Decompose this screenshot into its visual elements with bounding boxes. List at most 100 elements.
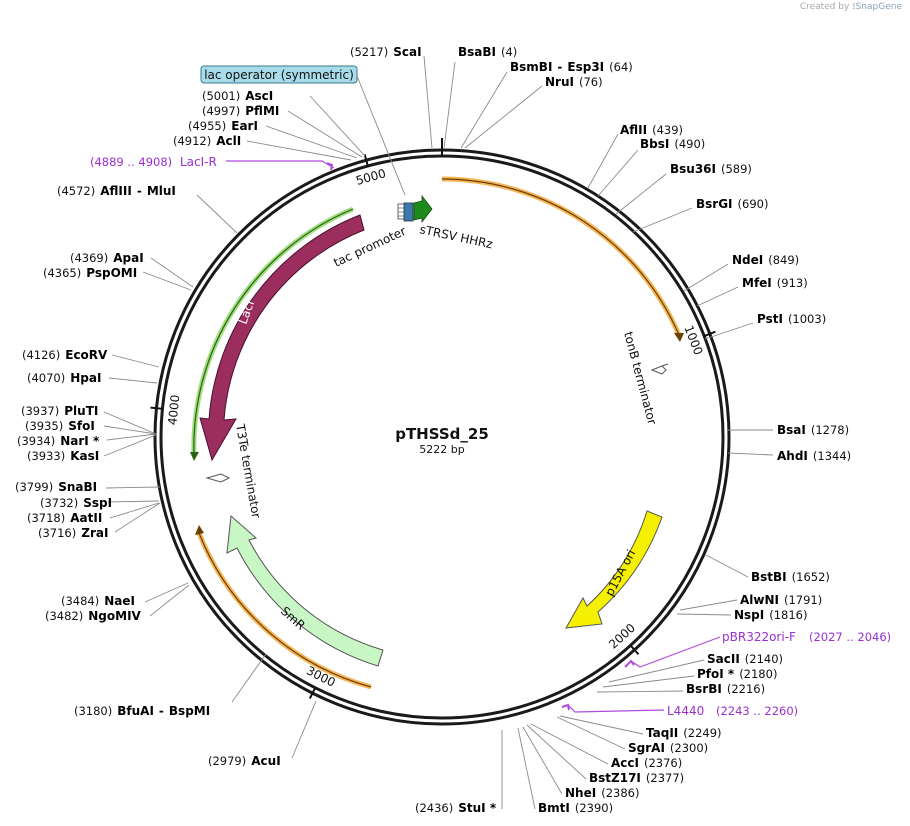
site-pfoi[interactable]: PfoI *(2180) xyxy=(602,667,777,688)
site-afliii[interactable]: (4572)AflIII-MluI xyxy=(57,184,238,234)
site-mfei[interactable]: MfeI(913) xyxy=(696,276,808,307)
site-bstz17i[interactable]: BstZ17I(2377) xyxy=(526,724,684,785)
site-pos: (3484) xyxy=(61,594,99,608)
site-bsai[interactable]: BsaI(1278) xyxy=(727,423,849,437)
primer-laci-r[interactable]: (4889 .. 4908) LacI-R xyxy=(90,155,335,171)
site-scai[interactable]: (5217)ScaI xyxy=(350,45,433,149)
orange-arc-bottom-line xyxy=(198,532,372,688)
site-pos: (5217) xyxy=(350,45,388,59)
site-stui[interactable]: (2436) StuI * xyxy=(415,730,503,815)
tick-label: 4000 xyxy=(165,394,182,426)
site-label: (5001) AscI xyxy=(202,89,273,103)
site-name2: MluI xyxy=(147,184,176,198)
site-nhei[interactable]: NheI(2386) xyxy=(522,726,639,800)
site-leader xyxy=(114,502,161,533)
primer-l4440[interactable]: L4440 (2243 .. 2260) xyxy=(561,703,798,718)
primer-name: L4440 xyxy=(667,704,704,718)
site-acli[interactable]: (4912)AclI xyxy=(173,134,352,161)
site-snabi[interactable]: (3799)SnaBI xyxy=(15,480,161,494)
site-asci[interactable]: (5001) AscI xyxy=(202,89,366,157)
site-acci[interactable]: AccI(2376) xyxy=(530,723,682,770)
site-alwni[interactable]: AlwNI(1791) xyxy=(679,593,822,611)
site-ngomiv[interactable]: (3482)NgoMIV xyxy=(45,584,190,623)
site-label: (2979)AcuI xyxy=(208,754,281,768)
site-eari[interactable]: (4955)EarI xyxy=(188,119,358,159)
site-name: TaqII xyxy=(646,726,678,740)
site-aflii[interactable]: AflII(439) xyxy=(587,123,683,189)
site-label: (4997)PflMI xyxy=(202,104,279,118)
site-name: SgrAI xyxy=(628,741,665,755)
site-pos: (76) xyxy=(579,75,603,89)
site-label: NdeI(849) xyxy=(732,253,799,267)
site-sgrai[interactable]: SgrAI(2300) xyxy=(556,716,708,755)
primer-pbr322ori-f[interactable]: pBR322ori-F (2027 .. 2046) xyxy=(624,630,891,668)
site-leader xyxy=(704,322,754,340)
site-ndei[interactable]: NdeI(849) xyxy=(683,253,799,292)
site-label: NheI(2386) xyxy=(565,786,639,800)
snapgene-credit: Created by ⟟SnapGene xyxy=(800,2,902,12)
site-pos: (5001) xyxy=(202,89,240,103)
site-name: SacII xyxy=(707,652,740,666)
site-label: (4572)AflIII-MluI xyxy=(57,184,176,198)
site-naei[interactable]: (3484)NaeI xyxy=(61,582,189,608)
site-zrai[interactable]: (3716)ZraI xyxy=(38,502,161,540)
site-taqii[interactable]: TaqII(2249) xyxy=(559,715,722,740)
site-nari[interactable]: (3934)NarI * xyxy=(17,433,157,448)
primer-arrow-icon xyxy=(624,659,635,668)
site-sspi[interactable]: (3732)SspI xyxy=(40,496,160,510)
site-kasi[interactable]: (3933)KasI xyxy=(27,434,157,463)
site-name2: BspMI xyxy=(169,704,210,718)
site-bmti[interactable]: BmtI(2390) xyxy=(517,727,613,815)
site-pluti[interactable]: (3937)PluTI xyxy=(21,404,157,435)
site-bsabi[interactable]: BsaBI(4) xyxy=(443,45,517,149)
site-ahdi[interactable]: AhdI(1344) xyxy=(727,449,851,463)
site-label: BsrGI(690) xyxy=(696,197,768,211)
site-nrui[interactable]: NruI(76) xyxy=(464,75,603,149)
tick-label: 2000 xyxy=(606,621,638,652)
site-name: AclI xyxy=(216,134,241,148)
site-sfoi[interactable]: (3935)SfoI xyxy=(25,419,157,435)
site-nspi[interactable]: NspI(1816) xyxy=(676,608,808,622)
site-pos: (3933) xyxy=(27,449,65,463)
site-name: PluTI xyxy=(64,404,98,418)
site-name: BstZ17I xyxy=(589,771,641,785)
site-label: (4365)PspOMI xyxy=(43,266,137,280)
site-bsu36i[interactable]: Bsu36I(589) xyxy=(615,162,752,215)
site-hpai[interactable]: (4070)HpaI xyxy=(27,371,158,385)
site-name: StuI * xyxy=(458,801,497,815)
lac-operator-box[interactable] xyxy=(200,65,358,84)
laci-arrow xyxy=(199,214,365,462)
site-bsrgi[interactable]: BsrGI(690) xyxy=(632,197,768,233)
site-bstbi[interactable]: BstBI(1652) xyxy=(705,554,830,584)
site-pos: (2216) xyxy=(727,682,765,696)
site-label: (3716)ZraI xyxy=(38,526,108,540)
site-label: (3799)SnaBI xyxy=(15,480,97,494)
site-psti[interactable]: PstI(1003) xyxy=(704,312,826,340)
site-aatii[interactable]: (3718)AatII xyxy=(27,502,160,525)
site-leader xyxy=(265,125,358,159)
site-bsrbi[interactable]: BsrBI(2216) xyxy=(596,682,765,696)
site-name: PstI xyxy=(757,312,783,326)
site-label: BmtI(2390) xyxy=(538,801,613,815)
site-ecorv[interactable]: (4126)EcoRV xyxy=(22,348,160,368)
site-name: BsaI xyxy=(777,423,806,437)
plasmid-length: 5222 bp xyxy=(419,443,464,456)
t3te-terminator-icon xyxy=(205,473,231,483)
site-bsmbi[interactable]: BsmBI-Esp3I(64) xyxy=(460,60,633,149)
site-acui[interactable]: (2979)AcuI xyxy=(208,700,317,768)
site-sacii[interactable]: SacII(2140) xyxy=(608,652,783,683)
site-name: NdeI xyxy=(732,253,763,267)
site-pflmi[interactable]: (4997)PflMI xyxy=(202,104,363,158)
site-bfuai[interactable]: (3180)BfuAI-BspMI xyxy=(74,653,267,718)
site-pos: (2436) xyxy=(415,801,453,815)
site-name: NgoMIV xyxy=(88,609,141,623)
site-apai[interactable]: (4369)ApaI xyxy=(70,251,194,288)
site-pspomi[interactable]: (4365)PspOMI xyxy=(43,266,192,291)
site-bbsi[interactable]: BbsI(490) xyxy=(597,137,705,197)
primer-range: (2027 .. 2046) xyxy=(809,630,891,644)
site-name: AscI xyxy=(245,89,273,103)
green-arc-head xyxy=(190,452,199,461)
primer-arrow-icon xyxy=(326,162,334,171)
